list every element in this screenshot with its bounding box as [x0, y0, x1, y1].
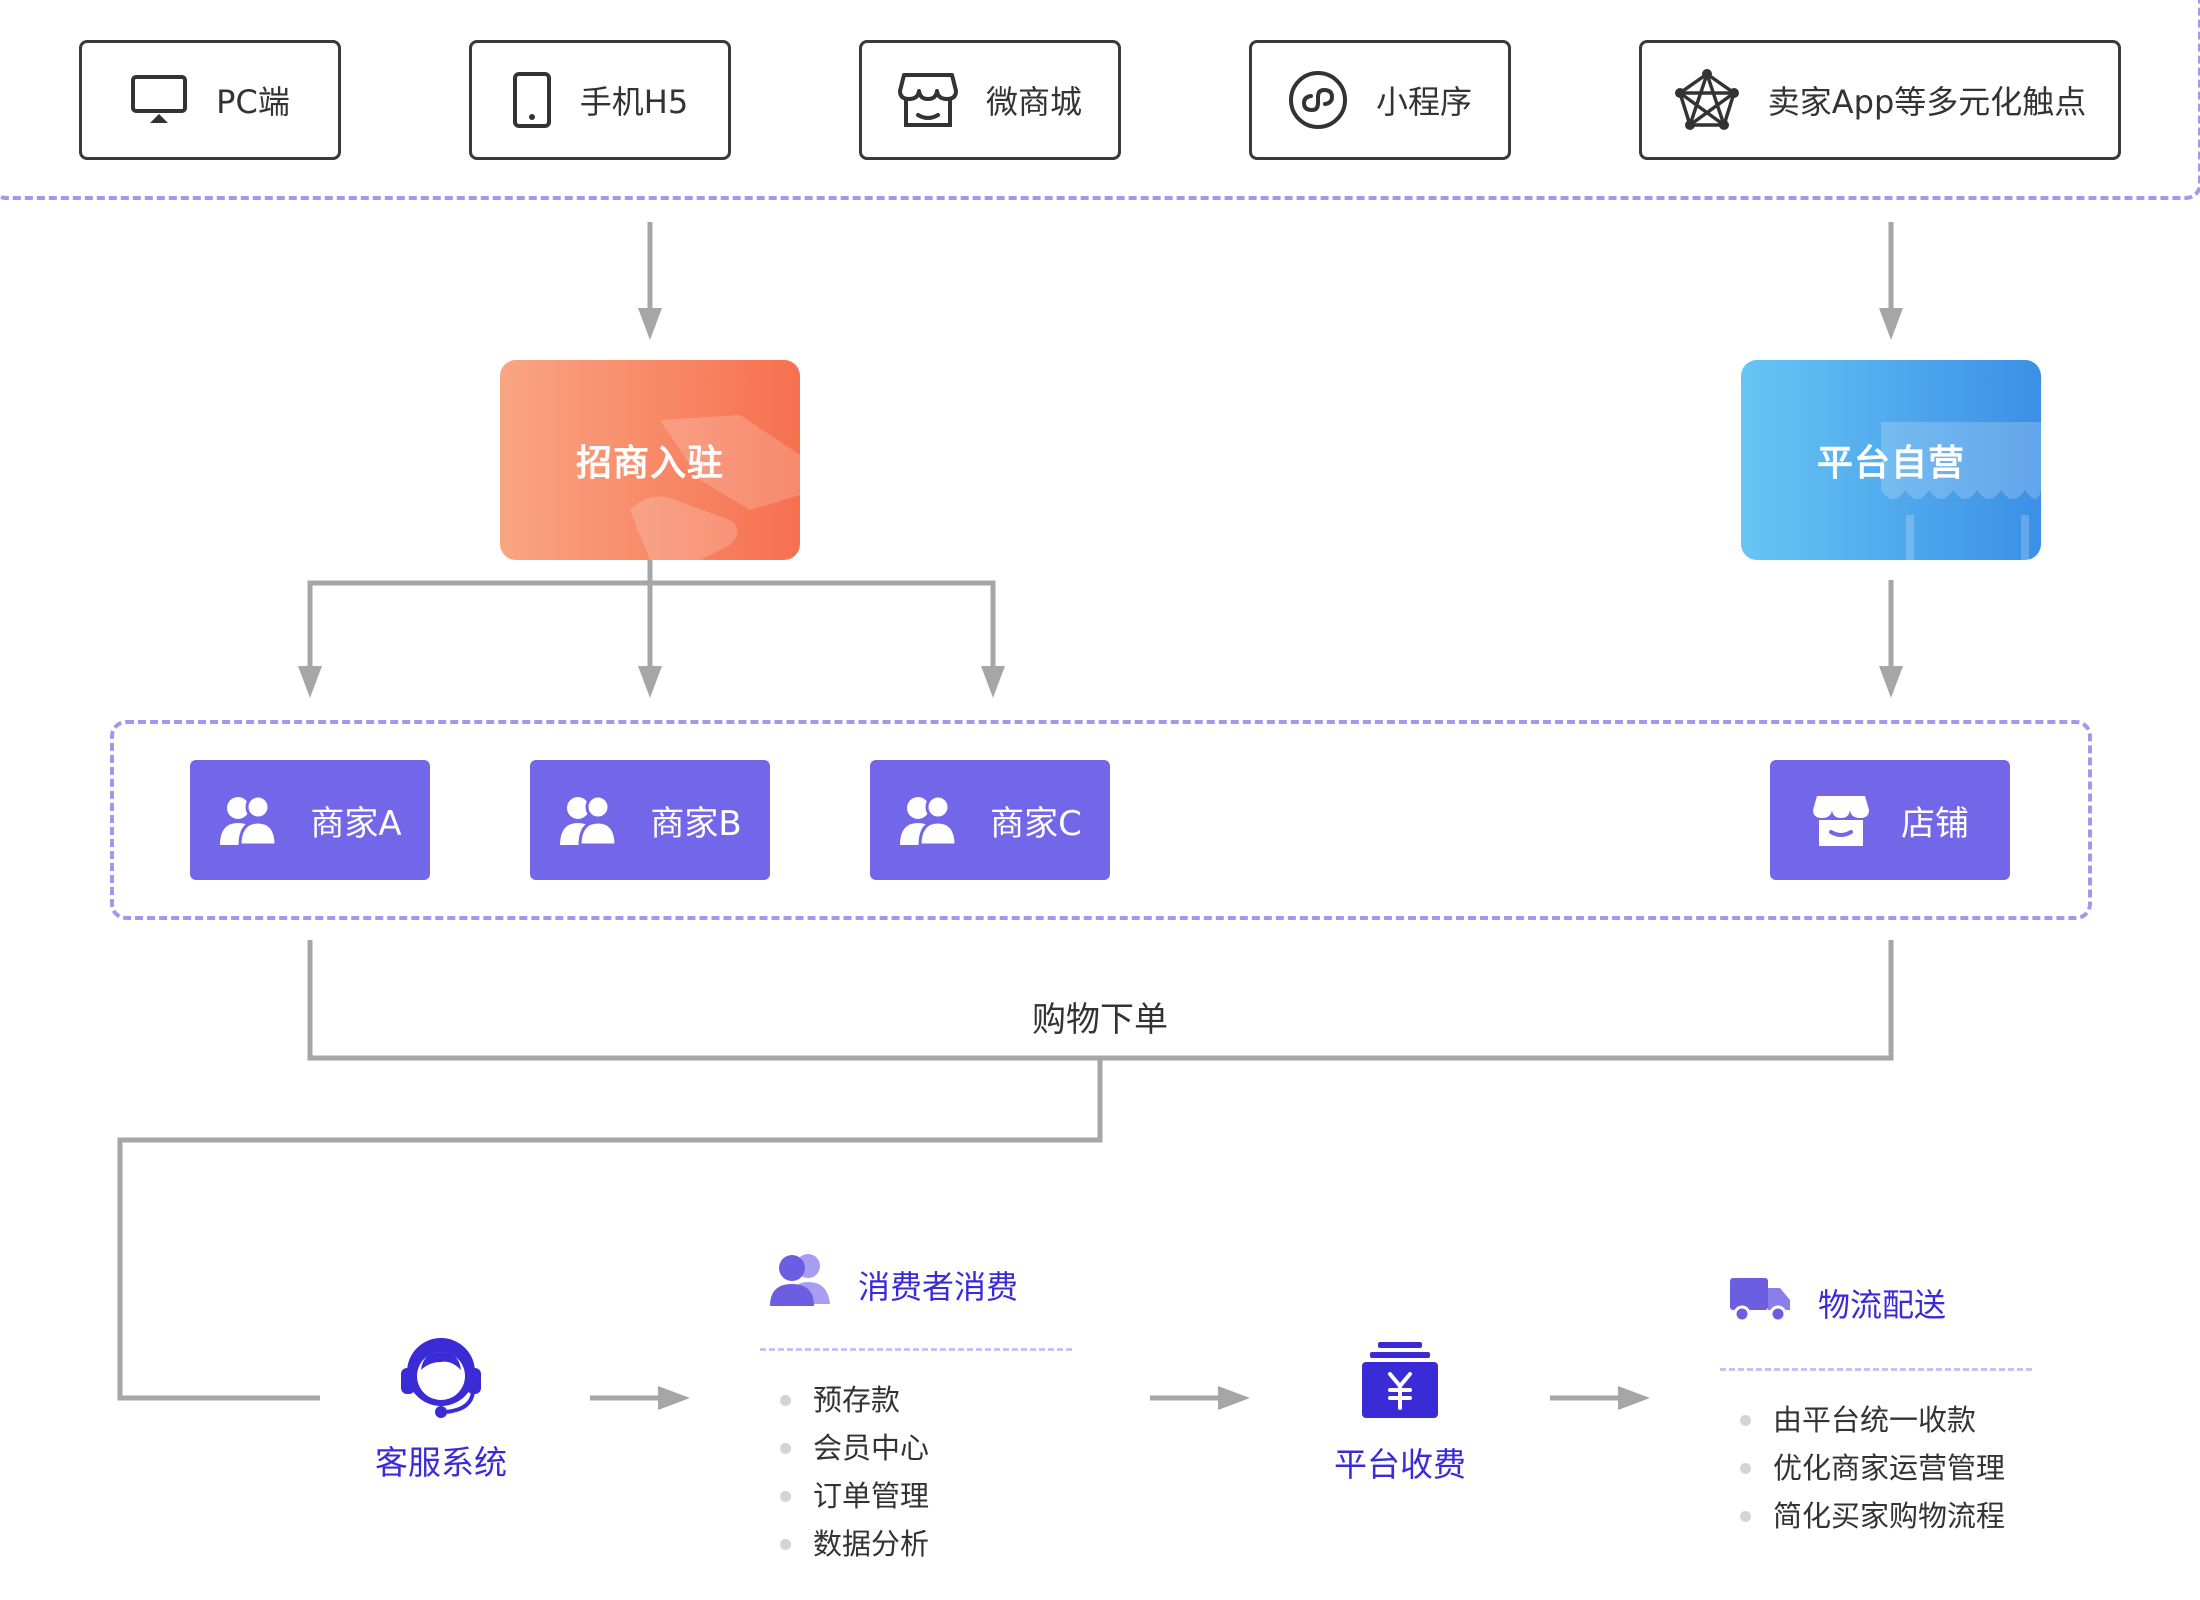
touchpoint-label: 小程序 [1375, 83, 1472, 121]
touchpoint-micro-mall[interactable]: 微商城 [859, 40, 1121, 160]
user-group-icon [770, 1254, 830, 1306]
list-item-text: 订单管理 [813, 1479, 930, 1513]
yen-icon [1362, 1342, 1438, 1418]
logistics-divider [1720, 1368, 2032, 1371]
bullet-dot [780, 1490, 791, 1502]
merchant-b-button[interactable]: 商家B [530, 760, 770, 880]
phone-icon [512, 72, 551, 128]
storefront-awning-icon [1881, 422, 2041, 560]
merchant-recruitment-label: 招商入驻 [575, 443, 724, 484]
headset-icon [401, 1338, 481, 1418]
mini-program-icon [1288, 71, 1347, 129]
handshake-icon [630, 415, 800, 560]
merchant-recruitment-card[interactable]: 招商入驻 [500, 360, 800, 560]
users-icon [220, 794, 278, 847]
list-item-text: 数据分析 [813, 1527, 930, 1561]
users-icon [560, 794, 618, 847]
list-item-text: 简化买家购物流程 [1773, 1499, 2006, 1533]
bullet-dot [1740, 1414, 1751, 1426]
list-item: 订单管理 [780, 1472, 929, 1520]
monitor-icon [131, 75, 188, 123]
consumer-title: 消费者消费 [858, 1262, 1018, 1308]
touchpoint-label: 手机H5 [579, 83, 689, 121]
list-item-text: 由平台统一收款 [1773, 1403, 1977, 1437]
store-icon [897, 73, 958, 127]
merchant-label: 店铺 [1901, 803, 1969, 844]
logistics-title: 物流配送 [1818, 1280, 1946, 1326]
list-item-text: 会员中心 [813, 1431, 930, 1465]
touchpoint-label: 卖家App等多元化触点 [1767, 83, 2087, 121]
merchant-c-button[interactable]: 商家C [870, 760, 1110, 880]
bullet-dot [780, 1442, 791, 1454]
list-item: 会员中心 [780, 1424, 929, 1472]
bullet-dot [1740, 1462, 1751, 1474]
platform-self-operated-label: 平台自营 [1816, 443, 1965, 484]
platform-charge-text: 平台收费 [1334, 1445, 1466, 1484]
list-item: 由平台统一收款 [1740, 1396, 2005, 1444]
bullet-dot [780, 1538, 791, 1550]
touchpoint-pc[interactable]: PC端 [79, 40, 341, 160]
merchants-frame [110, 720, 2092, 920]
network-icon [1674, 69, 1739, 130]
merchant-label: 商家C [990, 803, 1082, 844]
bullet-dot [1740, 1510, 1751, 1522]
merchant-a-button[interactable]: 商家A [190, 760, 430, 880]
shop-icon [1813, 796, 1869, 846]
touchpoint-seller-app[interactable]: 卖家App等多元化触点 [1639, 40, 2121, 160]
logistics-items-list: 由平台统一收款 优化商家运营管理 简化买家购物流程 [1740, 1396, 2005, 1540]
consumer-items-list: 预存款 会员中心 订单管理 数据分析 [780, 1376, 929, 1568]
merchant-label: 商家A [310, 803, 402, 844]
touchpoint-mini-program[interactable]: 小程序 [1249, 40, 1511, 160]
list-item-text: 预存款 [813, 1383, 901, 1417]
users-icon [900, 794, 958, 847]
shopping-order-text: 购物下单 [1032, 1000, 1168, 1040]
touchpoint-h5[interactable]: 手机H5 [469, 40, 731, 160]
list-item: 预存款 [780, 1376, 929, 1424]
list-item: 优化商家运营管理 [1740, 1444, 2005, 1492]
truck-icon [1730, 1278, 1790, 1323]
shop-button[interactable]: 店铺 [1770, 760, 2010, 880]
customer-service-label: 客服系统 [341, 1436, 541, 1484]
touchpoint-label: 微商城 [985, 83, 1082, 121]
customer-service-text: 客服系统 [375, 1443, 507, 1482]
touchpoints-frame [0, 0, 2200, 200]
platform-charge-label: 平台收费 [1300, 1438, 1500, 1486]
list-item: 数据分析 [780, 1520, 929, 1568]
consumer-title-text: 消费者消费 [858, 1268, 1019, 1306]
list-item-text: 优化商家运营管理 [1773, 1451, 2006, 1485]
list-item: 简化买家购物流程 [1740, 1492, 2005, 1540]
bullet-dot [780, 1394, 791, 1406]
shopping-order-label: 购物下单 [980, 992, 1220, 1041]
platform-self-operated-card[interactable]: 平台自营 [1741, 360, 2041, 560]
logistics-title-text: 物流配送 [1818, 1286, 1947, 1324]
consumer-divider [760, 1348, 1072, 1351]
merchant-label: 商家B [650, 803, 742, 844]
touchpoint-label: PC端 [216, 83, 290, 121]
